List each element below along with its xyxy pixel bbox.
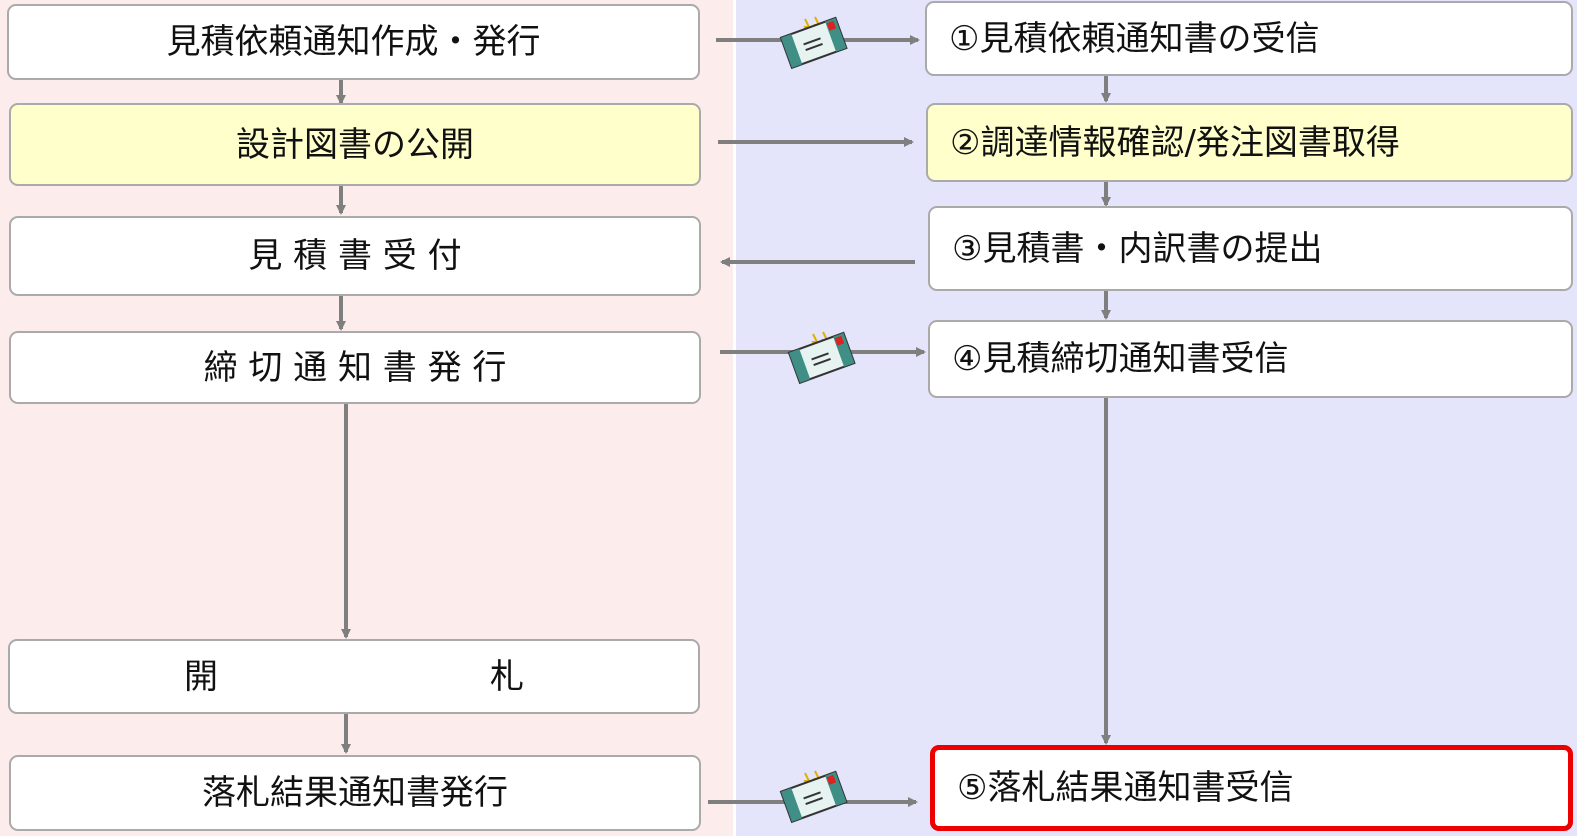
left-step-deadline-notice: 締 切 通 知 書 発 行 bbox=[9, 331, 701, 404]
left-step-award-notice: 落札結果通知書発行 bbox=[9, 755, 701, 831]
right-step-3-submit-estimate: ③見積書・内訳書の提出 bbox=[928, 206, 1573, 291]
left-step-label: 見積依頼通知作成・発行 bbox=[166, 22, 541, 62]
right-step-2-check-info: ②調達情報確認/発注図書取得 bbox=[926, 103, 1573, 182]
right-step-label: ③見積書・内訳書の提出 bbox=[952, 228, 1323, 269]
left-step-label: 締 切 通 知 書 発 行 bbox=[203, 347, 507, 388]
left-step-request-notice: 見積依頼通知作成・発行 bbox=[7, 4, 700, 80]
left-step-publish-drawings: 設計図書の公開 bbox=[9, 103, 701, 186]
left-step-bid-opening: 開 札 bbox=[8, 639, 700, 714]
left-step-label: 設計図書の公開 bbox=[236, 124, 474, 165]
right-step-1-receive-request: ①見積依頼通知書の受信 bbox=[925, 1, 1573, 76]
left-step-label: 見 積 書 受 付 bbox=[248, 236, 462, 276]
right-step-label: ①見積依頼通知書の受信 bbox=[949, 18, 1320, 59]
right-step-label: ⑤落札結果通知書受信 bbox=[957, 768, 1294, 808]
left-step-label: 落札結果通知書発行 bbox=[202, 773, 508, 813]
right-step-4-receive-deadline: ④見積締切通知書受信 bbox=[928, 320, 1573, 398]
left-step-receive-estimate: 見 積 書 受 付 bbox=[9, 216, 701, 296]
right-step-5-receive-award: ⑤落札結果通知書受信 bbox=[930, 745, 1573, 831]
right-step-label: ②調達情報確認/発注図書取得 bbox=[950, 122, 1400, 163]
left-step-label: 開 札 bbox=[184, 656, 524, 697]
right-step-label: ④見積締切通知書受信 bbox=[952, 339, 1289, 379]
